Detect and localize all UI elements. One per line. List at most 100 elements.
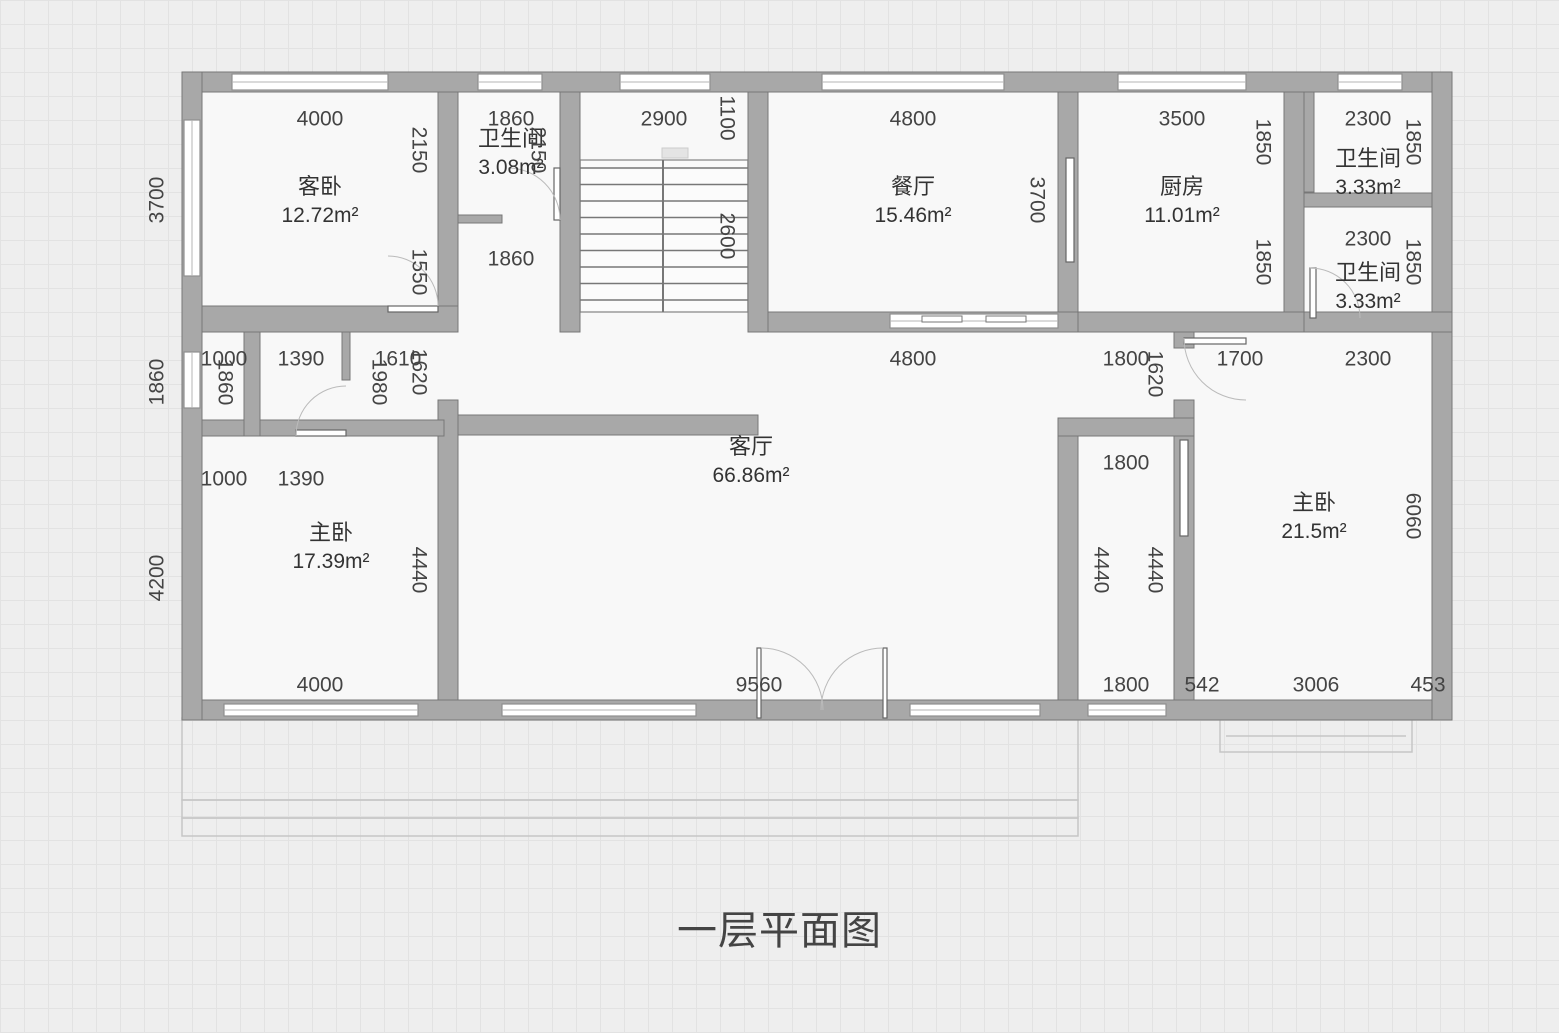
door-leaf	[387, 305, 439, 313]
dimension-label: 1850	[1401, 119, 1424, 166]
dimension-label: 4000	[297, 674, 344, 697]
dimension-label: 4800	[890, 108, 937, 131]
wall-segment	[341, 331, 351, 381]
door-swing-arc	[295, 385, 347, 437]
wall-segment	[437, 399, 459, 701]
dimension-label: 453	[1410, 674, 1445, 697]
wall-segment	[1057, 417, 1195, 437]
dimension-label: 4200	[146, 555, 169, 602]
room-name: 客卧	[298, 174, 342, 199]
dimension-label: 3500	[1159, 108, 1206, 131]
dimension-label: 1800	[1103, 452, 1150, 475]
dimension-label: 1000	[201, 468, 248, 491]
dimension-label: 1800	[1103, 674, 1150, 697]
door-swing-arc	[387, 255, 439, 307]
dimension-label: 542	[1184, 674, 1219, 697]
wall-segment	[1283, 91, 1305, 333]
openings-layer	[183, 73, 1403, 719]
room-area: 66.86m²	[712, 464, 789, 487]
dimension-label: 1980	[367, 359, 390, 406]
dimension-label: 1620	[407, 349, 430, 396]
dimension-labels-layer: 4000 1860 2900 1100 4800 3500 2300 2150 2150 3700…	[146, 95, 1446, 696]
terrace-outline	[181, 799, 1079, 819]
room-name: 主卧	[1292, 490, 1336, 515]
room-area: 21.5m²	[1281, 520, 1346, 543]
dimension-label: 1000	[201, 348, 248, 371]
dimension-label: 4000	[297, 108, 344, 131]
dimension-label: 2300	[1345, 228, 1392, 251]
door-swing-arc	[507, 167, 561, 221]
dimension-label: 1100	[715, 95, 738, 140]
door-leaf	[1065, 157, 1075, 263]
drawing-title: 一层平面图	[677, 908, 882, 954]
dimension-label: 2600	[715, 213, 738, 260]
wall-segment	[1173, 399, 1195, 701]
dimension-label: 1610	[375, 348, 422, 371]
dimension-label: 1860	[146, 359, 169, 406]
wall-segment	[1303, 311, 1453, 333]
dimension-label: 4800	[890, 348, 937, 371]
dimension-label: 9560	[736, 674, 783, 697]
dimension-label: 1860	[488, 248, 535, 271]
door-leaf	[1309, 267, 1317, 319]
dimension-label: 1390	[278, 348, 325, 371]
room-area: 15.46m²	[874, 204, 951, 227]
dimension-label: 1700	[1217, 348, 1264, 371]
wall-segment	[1077, 311, 1305, 333]
terrace-outline	[181, 717, 1079, 801]
wall-segment	[559, 91, 581, 333]
dimension-label: 2900	[641, 108, 688, 131]
dimension-label: 1860	[488, 108, 535, 131]
room-area: 12.72m²	[281, 204, 358, 227]
stair-landing-mark	[661, 147, 689, 159]
terrace-outline	[181, 817, 1079, 837]
room-area: 3.08m²	[478, 156, 543, 179]
dimension-label: 1390	[278, 468, 325, 491]
room-name: 卫生间	[478, 126, 544, 151]
sliding-door-panel	[985, 315, 1027, 323]
wall-segment	[457, 214, 503, 224]
room-name: 客厅	[729, 434, 773, 459]
dimension-label: 2150	[526, 127, 549, 174]
dimension-label: 2150	[407, 127, 430, 174]
room-area: 3.33m²	[1335, 290, 1400, 313]
dimension-label: 1620	[1143, 351, 1166, 398]
wall-segment	[457, 414, 759, 436]
room-labels-layer: 客卧 12.72m² 卫生间 3.08m² 餐厅 15.46m² 厨房 11.01m² 卫生间 3…	[281, 126, 1401, 573]
dimension-label: 1850	[1251, 119, 1274, 166]
entrance-door-leaf	[882, 647, 888, 719]
dimension-label: 3700	[146, 177, 169, 224]
dimension-label: 4440	[407, 547, 430, 594]
door-leaf	[295, 429, 347, 437]
dimension-label: 6060	[1401, 493, 1424, 540]
dimension-label: 2300	[1345, 348, 1392, 371]
room-area: 3.33m²	[1335, 176, 1400, 199]
terrace-layer	[181, 717, 1413, 837]
room-area: 17.39m²	[292, 550, 369, 573]
dimension-label: 4440	[1143, 547, 1166, 594]
wall-segment	[747, 91, 769, 333]
room-name: 卫生间	[1335, 146, 1401, 171]
dimension-label: 3006	[1293, 674, 1340, 697]
room-name: 餐厅	[891, 174, 935, 199]
dimension-label: 1850	[1251, 239, 1274, 286]
door-swing-arc	[820, 647, 884, 711]
wall-segment	[1303, 91, 1315, 193]
dimension-label: 4440	[1089, 547, 1112, 594]
entrance-door-leaf	[756, 647, 762, 719]
terrace-outline	[1219, 717, 1413, 753]
dimension-label: 2300	[1345, 108, 1392, 131]
room-area: 11.01m²	[1144, 204, 1219, 227]
door-swing-arc	[1309, 267, 1361, 319]
room-name: 厨房	[1160, 174, 1204, 199]
sliding-door-panel	[921, 315, 963, 323]
door-leaf	[1183, 337, 1247, 345]
door-leaf	[553, 167, 561, 221]
floor-area	[182, 72, 1452, 720]
dimension-label: 1860	[213, 359, 236, 406]
wall-segment	[1303, 192, 1433, 208]
room-name: 主卧	[309, 520, 353, 545]
dimension-label: 3700	[1025, 177, 1048, 224]
wall-segment	[437, 91, 459, 333]
